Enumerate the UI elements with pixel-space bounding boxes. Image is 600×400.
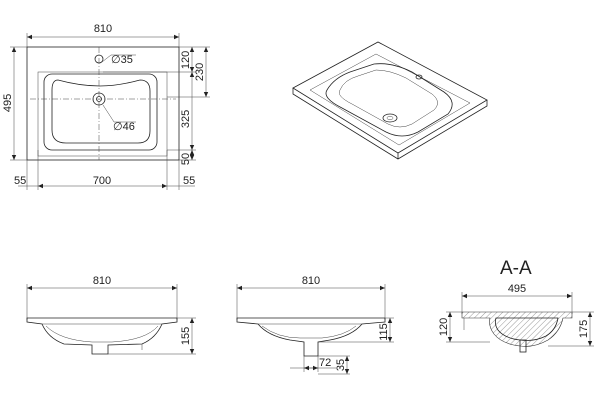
section-a-a: A-A 495 120 175: [438, 258, 594, 353]
isometric-view: [292, 41, 488, 160]
right-rim-dim: 55: [183, 175, 195, 187]
side-height-dim: 115: [378, 323, 390, 341]
basin-deck: [37, 71, 168, 157]
bowl-inner: [51, 79, 151, 144]
tap-hole-diameter: ∅35: [111, 54, 133, 66]
top-height-dim: 495: [2, 94, 14, 112]
drain-height-35-dim: 35: [335, 359, 347, 371]
iso-tap-hole: [415, 74, 423, 80]
section-width-dim: 495: [508, 283, 526, 295]
drain-offset-72-dim: 72: [319, 357, 331, 369]
drain-diameter: ∅46: [113, 121, 135, 133]
top-width-dim: 810: [94, 23, 112, 35]
side-view: 810 115 72 35: [236, 275, 394, 375]
front-width-dim: 810: [93, 275, 111, 287]
front-height-dim: 155: [180, 327, 192, 345]
front-view: 810 155: [26, 275, 196, 355]
front-rim-dim: 50: [180, 153, 192, 165]
bowl-outer: [43, 73, 158, 151]
section-title: A-A: [500, 258, 532, 279]
tap-offset-dim: 120: [180, 51, 192, 69]
drain-offset-dim: 230: [194, 63, 206, 81]
side-width-dim: 810: [302, 275, 320, 287]
iso-drain-hole: [382, 113, 398, 123]
top-view: ∅35 ∅46 810 495 120 230 325 50: [2, 23, 210, 190]
bowl-depth-dim: 325: [180, 110, 192, 128]
bowl-width-dim: 700: [93, 175, 111, 187]
section-total-height-dim: 175: [578, 320, 590, 338]
basin-outline: [26, 46, 180, 161]
left-rim-dim: 55: [14, 175, 26, 187]
section-front-height-dim: 120: [438, 318, 450, 336]
